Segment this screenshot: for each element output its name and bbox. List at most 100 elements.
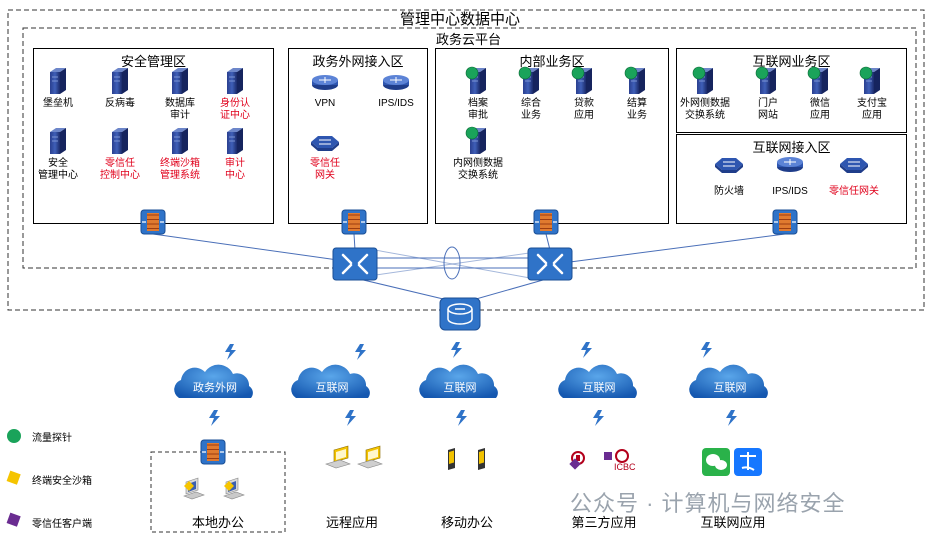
label-firewall: 防火墙 xyxy=(714,186,744,197)
gov-cloud-title: 政务云平台 xyxy=(436,32,502,47)
laptop-icon-2 xyxy=(357,445,383,469)
server-icon-portal xyxy=(755,66,776,94)
label-wechat-app: 微信 应用 xyxy=(810,98,830,121)
label-external-exchange: 外网侧数据 交换系统 xyxy=(680,98,730,121)
lightning-icon xyxy=(726,410,737,426)
icbc-text: ICBC xyxy=(614,462,636,472)
label-vpn: VPN xyxy=(314,98,336,109)
wechat-icon xyxy=(702,448,730,476)
bottom-label-local-office: 本地办公 xyxy=(191,515,245,530)
lightning-icon xyxy=(701,342,712,358)
label-settlement: 结算 业务 xyxy=(627,98,647,121)
bottom-label-third-party: 第三方应用 xyxy=(571,515,637,530)
label-sandbox-mgmt: 终端沙箱 管理系统 xyxy=(160,158,200,181)
bottom-label-internet-app: 互联网应用 xyxy=(700,515,766,530)
label-identity-center: 身份认 证中心 xyxy=(220,98,250,121)
server-icon-antivirus xyxy=(112,68,128,94)
label-zt-gateway-2: 零信任网关 xyxy=(829,186,879,197)
ips-router-icon-2 xyxy=(777,157,803,172)
lightning-icon xyxy=(225,344,236,360)
legend-label-zt-client: 零信任客户端 xyxy=(32,519,92,530)
datacenter-title: 管理中心数据中心 xyxy=(400,11,521,28)
legend-zt-client-icon xyxy=(6,512,21,527)
pc-icon-local-2 xyxy=(223,477,245,500)
label-zt-control: 零信任 控制中心 xyxy=(100,158,140,181)
firewall-icon-internet xyxy=(772,209,798,235)
vpn-router-icon xyxy=(312,75,338,90)
cloud-icon xyxy=(419,364,498,398)
phone-icon-2 xyxy=(478,448,485,470)
label-ips-ids: IPS/IDS xyxy=(378,98,414,109)
bottom-label-mobile-office: 移动办公 xyxy=(440,515,494,530)
label-db-audit: 数据库 审计 xyxy=(165,98,195,121)
label-audit-center: 审计 中心 xyxy=(225,158,245,181)
alipay-icon xyxy=(734,448,762,476)
cloud-label-internet-3: 互联网 xyxy=(582,382,616,394)
link-aggregation-ellipse xyxy=(443,246,461,280)
label-bastion: 堡垒机 xyxy=(43,98,73,109)
label-security-mgmt: 安全 管理中心 xyxy=(38,158,78,181)
cloud-label-internet-4: 互联网 xyxy=(713,382,747,394)
server-icon-sandbox-mgmt xyxy=(172,128,188,154)
cloud-icon xyxy=(174,364,253,398)
cloud-icon xyxy=(689,364,768,398)
server-icon-external-exchange xyxy=(692,66,713,94)
pc-icon-local-1 xyxy=(183,477,205,500)
server-icon-settlement xyxy=(624,66,645,94)
cloud-label-gov: 政务外网 xyxy=(193,382,237,394)
laptop-icon-1 xyxy=(325,445,351,469)
server-icon-security-mgmt xyxy=(50,128,66,154)
lightning-icon xyxy=(581,342,592,358)
server-icon-internal-exchange xyxy=(465,126,486,154)
server-icon-db-audit xyxy=(172,68,188,94)
zone-title: 政务外网接入区 xyxy=(312,54,404,69)
label-ips-ids-2: IPS/IDS xyxy=(772,186,808,197)
firewall-icon-local xyxy=(200,439,226,465)
label-internal-exchange: 内网侧数据 交换系统 xyxy=(453,158,503,181)
zone-title: 内部业务区 xyxy=(519,54,585,69)
firewall-icon-internal xyxy=(533,209,559,235)
egress-router-icon xyxy=(439,297,481,331)
legend-label-sandbox: 终端安全沙箱 xyxy=(32,476,92,487)
label-general-biz: 综合 业务 xyxy=(521,98,541,121)
server-icon-loan xyxy=(571,66,592,94)
firewall-icon-gov xyxy=(341,209,367,235)
zone-title: 安全管理区 xyxy=(120,54,186,69)
watermark: 公众号 · 计算机与网络安全 xyxy=(570,491,846,516)
phone-icon-1 xyxy=(448,448,455,470)
cloud-label-internet-1: 互联网 xyxy=(315,382,349,394)
label-antivirus: 反病毒 xyxy=(105,98,135,109)
core-switch-icon-right xyxy=(527,247,573,281)
legend-sandbox-icon xyxy=(6,470,21,485)
legend-probe-icon xyxy=(7,429,21,443)
legend-icons xyxy=(6,429,21,527)
server-icon-identity xyxy=(227,68,243,94)
zone-title: 互联网业务区 xyxy=(752,54,831,69)
lightning-icon xyxy=(209,410,220,426)
zone-title: 互联网接入区 xyxy=(752,140,831,155)
lightning-icon xyxy=(593,410,604,426)
cloud-icon xyxy=(558,364,637,398)
label-archive: 档案 审批 xyxy=(468,98,488,121)
server-icon-general xyxy=(518,66,539,94)
zt-gateway-icon-2 xyxy=(840,158,868,173)
server-icon-zt-control xyxy=(112,128,128,154)
server-icon-wechat xyxy=(807,66,828,94)
ips-router-icon xyxy=(383,75,409,90)
bottom-label-remote-app: 远程应用 xyxy=(325,515,379,530)
firewall-icon-security xyxy=(140,209,166,235)
server-icon-audit xyxy=(227,128,243,154)
server-icon-alipay xyxy=(859,66,880,94)
bank-logo-icon: ICBC xyxy=(569,449,636,472)
lightning-icon xyxy=(355,344,366,360)
lightning-icon xyxy=(451,342,462,358)
label-zt-gateway: 零信任 网关 xyxy=(310,158,340,181)
lightning-icon xyxy=(456,410,467,426)
label-alipay-app: 支付宝 应用 xyxy=(857,98,887,121)
label-portal: 门户 网站 xyxy=(758,98,778,121)
legend-label-probe: 流量探针 xyxy=(32,433,72,444)
cloud-label-internet-2: 互联网 xyxy=(443,382,477,394)
firewall-switch-icon xyxy=(715,158,743,173)
zt-gateway-icon xyxy=(311,136,339,151)
server-icon-archive xyxy=(465,66,486,94)
